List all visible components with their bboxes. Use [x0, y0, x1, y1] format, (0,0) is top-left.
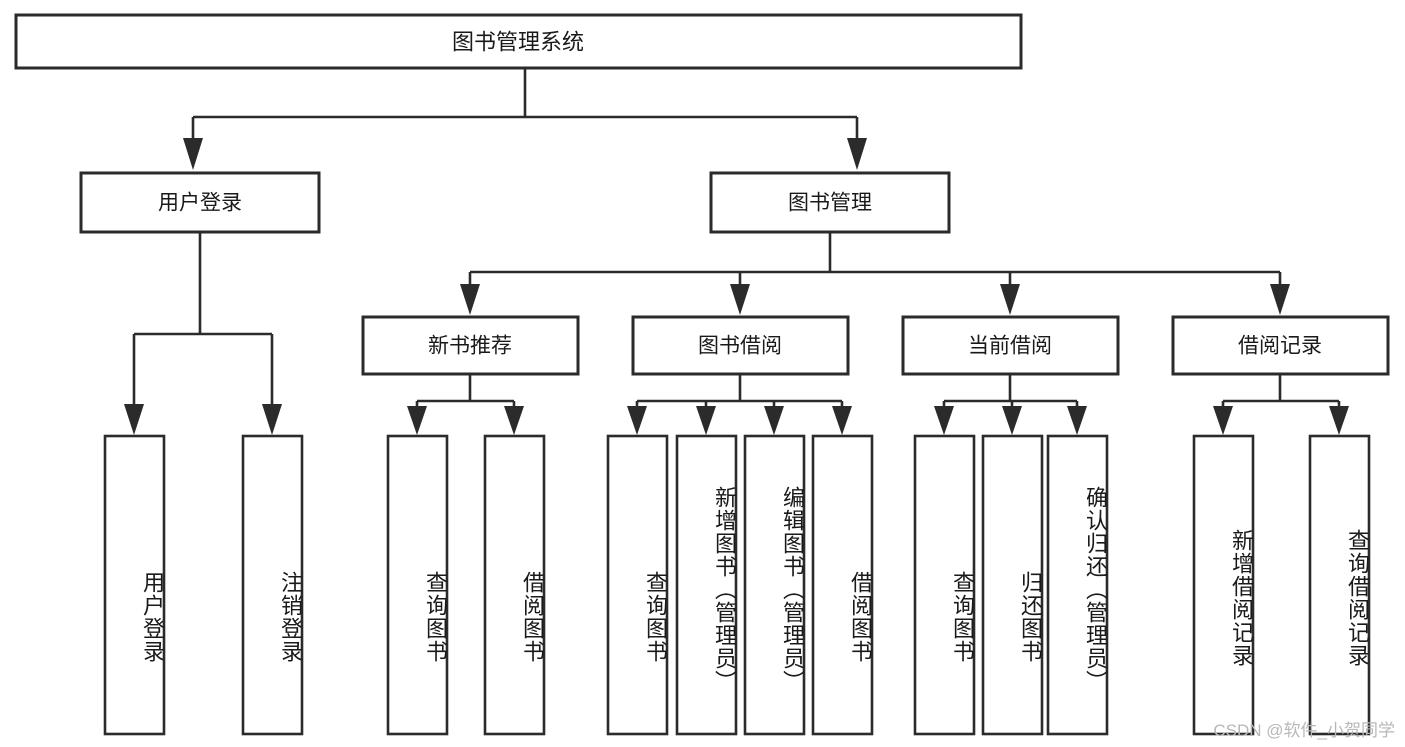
leaf-box-borrow-book-2[interactable]: [811, 434, 874, 736]
connector-current-borrow-to-leaves: [934, 374, 1087, 435]
connector-book-borrow-to-leaves: [627, 374, 852, 435]
node-book-borrow-label: 图书借阅: [698, 335, 782, 358]
connector-borrow-record-to-leaves: [1213, 374, 1349, 435]
node-new-book-recommend-box[interactable]: [361, 315, 580, 376]
node-borrow-record-label: 借阅记录: [1238, 335, 1322, 358]
arrow-to-leaf-user-login: [124, 404, 144, 435]
node-root-box[interactable]: [14, 13, 1023, 70]
connector-book-manage-to-level2: [460, 232, 1290, 315]
node-current-borrow-box[interactable]: [901, 315, 1120, 376]
arrow-to-leaf-edit-book: [764, 406, 784, 435]
arrow-to-leaf-borrow-book-2: [832, 406, 852, 435]
arrow-to-book-manage: [847, 138, 867, 170]
node-root-label: 图书管理系统: [452, 30, 584, 55]
arrow-to-leaf-borrow-book-1: [504, 406, 524, 435]
leaf-box-return-book[interactable]: [981, 434, 1044, 736]
watermark-text: CSDN @软件_小贺同学: [1213, 721, 1395, 740]
leaf-box-borrow-book-1[interactable]: [483, 434, 546, 736]
arrow-to-leaf-confirm-return: [1067, 406, 1087, 435]
node-book-borrow[interactable]: 图书借阅: [631, 315, 850, 376]
leaf-box-query-book-2[interactable]: [606, 434, 669, 736]
connector-user-login-to-leaves: [124, 232, 282, 435]
arrow-to-leaf-query-book-3: [934, 406, 954, 435]
node-user-login-box[interactable]: [79, 171, 321, 234]
leaf-box-query-book-1[interactable]: [386, 434, 449, 736]
node-current-borrow-label: 当前借阅: [968, 335, 1052, 358]
leaf-box-add-book[interactable]: [675, 434, 738, 736]
node-current-borrow[interactable]: 当前借阅: [901, 315, 1120, 376]
arrow-to-current-borrow: [1000, 284, 1020, 315]
node-book-manage-label: 图书管理: [788, 192, 872, 215]
leaf-box-confirm-return[interactable]: [1046, 434, 1109, 736]
leaf-box-query-record[interactable]: [1308, 434, 1371, 736]
leaf-box-query-book-3[interactable]: [913, 434, 976, 736]
arrow-to-leaf-add-record: [1213, 406, 1233, 435]
arrow-to-new-book-recommend: [460, 284, 480, 315]
node-root[interactable]: 图书管理系统: [14, 13, 1023, 70]
connector-new-book-recommend-to-leaves: [407, 374, 524, 435]
arrow-to-user-login: [183, 138, 203, 170]
leaf-box-logout-login[interactable]: [241, 434, 304, 736]
arrow-to-leaf-add-book: [696, 406, 716, 435]
arrow-to-leaf-return-book: [1002, 406, 1022, 435]
arrow-to-leaf-query-record: [1329, 406, 1349, 435]
arrow-to-leaf-query-book-2: [627, 406, 647, 435]
node-new-book-recommend-label: 新书推荐: [428, 335, 512, 358]
arrow-to-leaf-query-book-1: [407, 406, 427, 435]
leaf-box-edit-book[interactable]: [743, 434, 806, 736]
arrow-to-borrow-record: [1270, 284, 1290, 315]
node-user-login-label: 用户登录: [158, 192, 242, 215]
connector-root-to-level1: [183, 68, 867, 170]
arrow-to-leaf-logout-login: [262, 404, 282, 435]
arrow-to-book-borrow: [730, 284, 750, 315]
node-borrow-record[interactable]: 借阅记录: [1171, 315, 1390, 376]
node-book-manage[interactable]: 图书管理: [709, 171, 951, 234]
leaf-box-add-record[interactable]: [1192, 434, 1255, 736]
leaf-box-user-login[interactable]: [103, 434, 166, 736]
node-new-book-recommend[interactable]: 新书推荐: [361, 315, 580, 376]
node-user-login[interactable]: 用户登录: [79, 171, 321, 234]
